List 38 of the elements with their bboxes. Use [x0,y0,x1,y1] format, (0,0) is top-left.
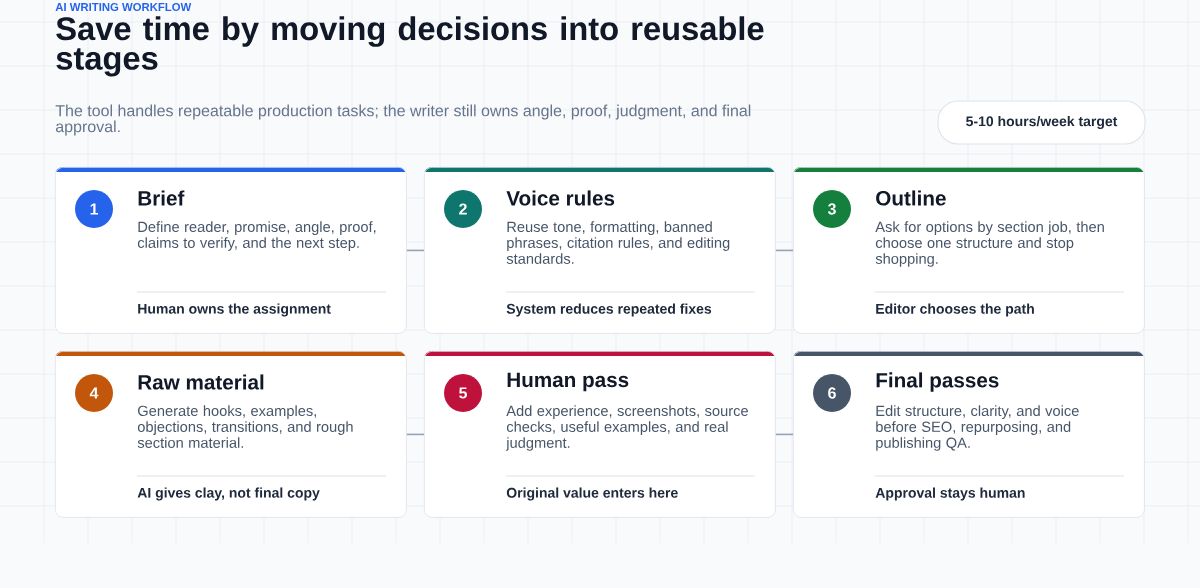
card [55,351,407,518]
card-title: Human pass [507,372,629,392]
card [424,351,776,518]
card [793,351,1145,518]
connector [775,433,794,436]
card-title: Outline [876,190,946,206]
step-number-badge: 2 [444,190,482,228]
card-description: Ask for options by section job, then choose one structure and stop shopping. [875,221,1104,267]
card-description: Edit structure, clarity, and voice before SEO, repurposing, and publishing QA. [876,405,1079,451]
card-description: Define reader, promise, angle, proof, claims to verify, and the next step. [137,221,376,251]
card-footer: Editor chooses the path [876,303,1034,317]
step-number-badge: 6 [813,374,851,412]
card-title: Brief [138,190,185,206]
card-title: Voice rules [506,190,615,206]
heading: Save time by moving decisions into reusable stages [56,16,764,77]
card-title: Raw material [138,374,264,390]
card-footer: Human owns the assignment [138,303,331,317]
card-description: Add experience, screenshots, source checks, useful examples, and real judgment. [505,405,748,451]
step-number-badge: 5 [444,374,482,412]
connector [775,249,794,252]
card [55,167,407,334]
target-pill: 5-10 hours/week target [937,100,1146,145]
card-footer: Approval stays human [875,487,1025,501]
connector [406,433,425,436]
card-footer: Original value enters here [506,487,678,501]
card [424,167,776,334]
subtitle: The tool handles repeatable production tasks; the writer still owns angle, proof, judgment, and final approval. [55,104,751,136]
eyebrow-text: AI WRITING WORKFLOW [55,3,192,11]
card-title: Final passes [876,372,999,392]
card-description: Reuse tone, formatting, banned phrases, citation rules, and editing standards. [506,221,730,264]
card-footer: AI gives clay, not final copy [137,487,320,501]
card-footer: System reduces repeated fixes [506,303,712,317]
step-number-badge: 4 [75,374,113,412]
step-number-badge: 1 [75,190,113,228]
card-description: Generate hooks, examples, objections, transitions, and rough section material. [137,405,353,448]
step-number-badge: 3 [813,190,851,228]
card [793,167,1145,334]
connector [406,249,425,252]
